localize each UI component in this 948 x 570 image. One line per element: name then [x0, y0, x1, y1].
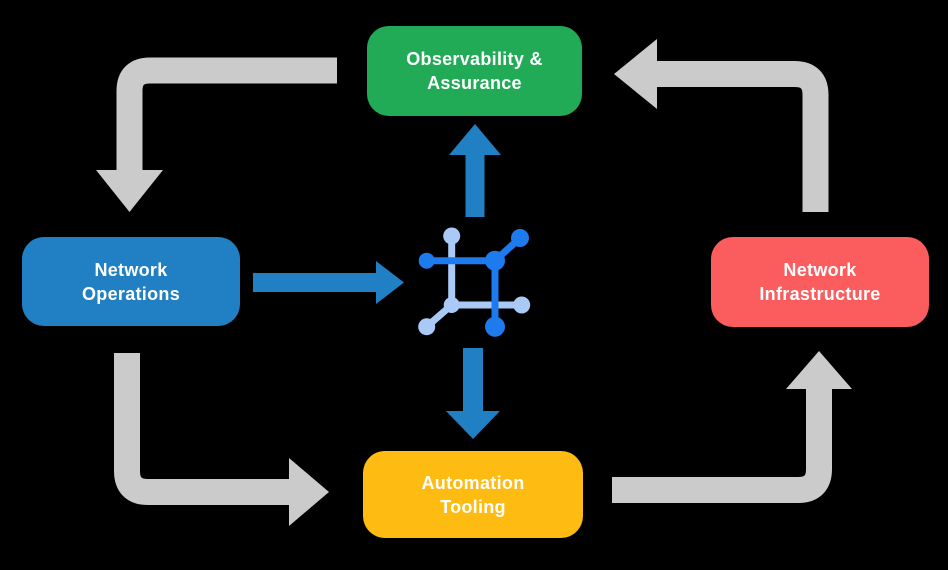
network-mesh-icon: [418, 227, 531, 337]
arrowhead-right-icon: [289, 458, 329, 526]
arrowhead-down-icon: [446, 411, 500, 439]
arrowhead-up-icon: [786, 351, 852, 389]
arrow-infra-to-observability: [614, 39, 829, 212]
network-mesh-icon-light-parts: [418, 227, 531, 336]
arrow-observability-to-netops: [96, 57, 337, 212]
node-observability-assurance: Observability & Assurance: [367, 26, 582, 116]
arrow-shaft: [116, 57, 337, 172]
arrowhead-right-icon: [376, 261, 404, 304]
arrow-shaft: [114, 353, 289, 505]
arrow-shaft: [612, 389, 832, 503]
arrow-netops-to-tooling: [114, 353, 329, 526]
node-network-operations: Network Operations: [22, 237, 240, 326]
arrowhead-left-icon: [614, 39, 657, 109]
arrow-shaft: [657, 61, 829, 212]
network-mesh-icon-dark-parts: [418, 229, 529, 337]
arrow-tooling-to-infra: [612, 351, 852, 503]
node-network-infrastructure: Network Infrastructure: [711, 237, 929, 327]
arrow-netops-to-center: [253, 261, 404, 304]
arrowhead-down-icon: [96, 170, 163, 212]
node-automation-tooling: Automation Tooling: [363, 451, 583, 538]
arrow-center-to-tooling: [446, 348, 500, 439]
arrow-center-to-observability: [449, 124, 501, 217]
arrowhead-up-icon: [449, 124, 501, 155]
